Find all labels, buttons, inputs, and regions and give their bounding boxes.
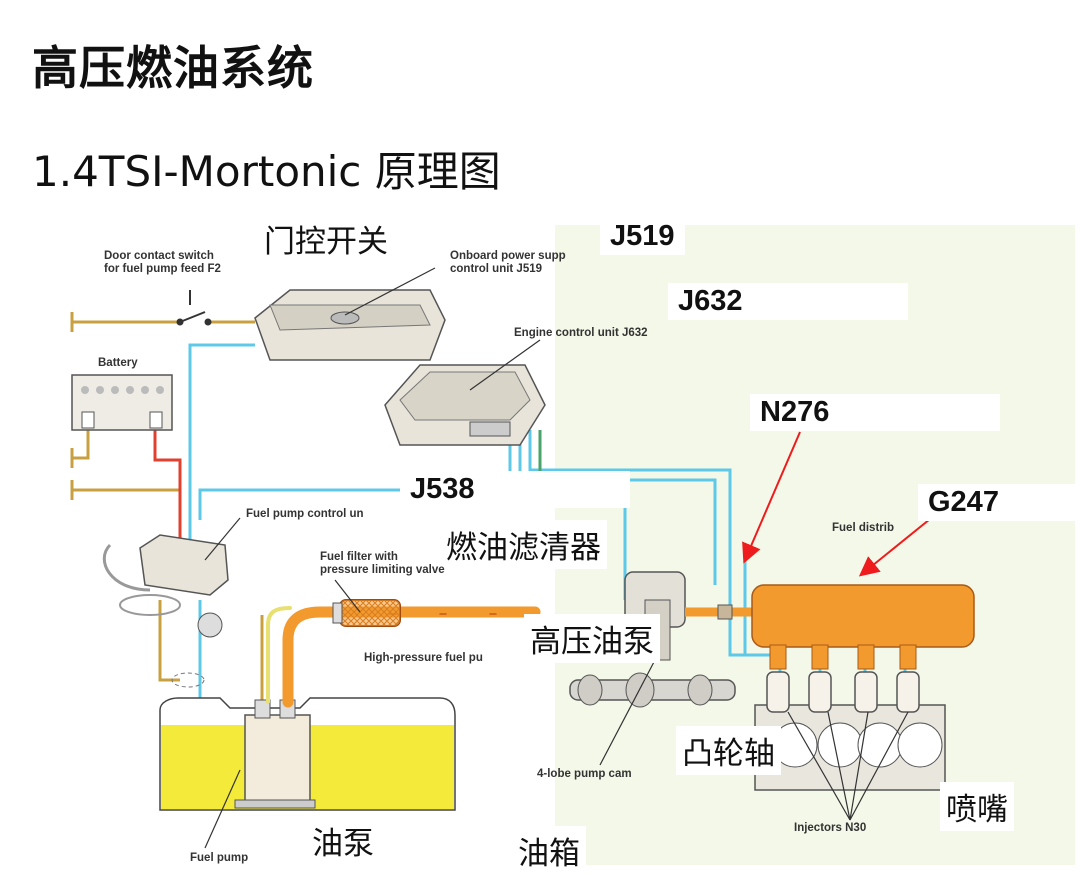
- page-title: 高压燃油系统: [32, 41, 314, 95]
- page-subtitle: 1.4TSI-Mortonic 原理图: [32, 147, 501, 196]
- code-g247: G247: [918, 484, 1078, 521]
- engine-block: [754, 704, 946, 791]
- label-engine-cu-en: Engine control unit J632: [514, 327, 648, 339]
- leader-lines: [204, 267, 909, 849]
- code-j519: J519: [600, 218, 685, 255]
- battery-icon: [71, 374, 173, 431]
- n276-arrow: [742, 431, 801, 564]
- onboard-power-supply-unit: [254, 289, 446, 361]
- label-hp-pump-en: High-pressure fuel pu: [364, 652, 483, 664]
- fuel-filter: [332, 599, 401, 627]
- code-j632: J632: [668, 283, 908, 320]
- label-fpcu-en: Fuel pump control un: [246, 508, 364, 520]
- g247-arrow: [858, 514, 936, 577]
- label-injectors-en: Injectors N30: [794, 822, 867, 834]
- label-camshaft-cn: 凸轮轴: [676, 726, 781, 775]
- label-door-switch-en: Door contact switch for fuel pump feed F…: [104, 250, 221, 275]
- camshaft: [569, 672, 736, 708]
- label-filter-en: Fuel filter with pressure limiting valve: [320, 551, 445, 576]
- label-fuel-distrib-en: Fuel distrib: [832, 522, 894, 534]
- label-hp-pump-cn: 高压油泵: [524, 614, 660, 663]
- injectors: [766, 671, 920, 713]
- label-fuel-pump-cn: 油泵: [306, 816, 380, 865]
- label-filter-cn: 燃油滤清器: [440, 520, 607, 569]
- label-pump-cam-en: 4-lobe pump cam: [537, 768, 632, 780]
- label-battery-en: Battery: [98, 357, 138, 369]
- code-n276: N276: [750, 394, 1000, 431]
- label-tank-cn: 油箱: [512, 826, 586, 875]
- fuel-pump-unit: [234, 699, 316, 809]
- fuel-distributor-rail: [751, 584, 975, 670]
- engine-control-unit: [384, 364, 546, 446]
- label-fuel-pump-en: Fuel pump: [190, 852, 249, 864]
- label-door-switch-cn: 门控开关: [258, 214, 394, 263]
- fuel-pump-control-unit: [102, 534, 229, 688]
- red-wire: [153, 430, 182, 540]
- label-onboard-en: Onboard power supp control unit J519: [450, 250, 566, 275]
- label-injector-cn: 喷嘴: [940, 782, 1014, 831]
- code-j538: J538: [400, 471, 630, 508]
- door-switch-icon: [176, 290, 212, 326]
